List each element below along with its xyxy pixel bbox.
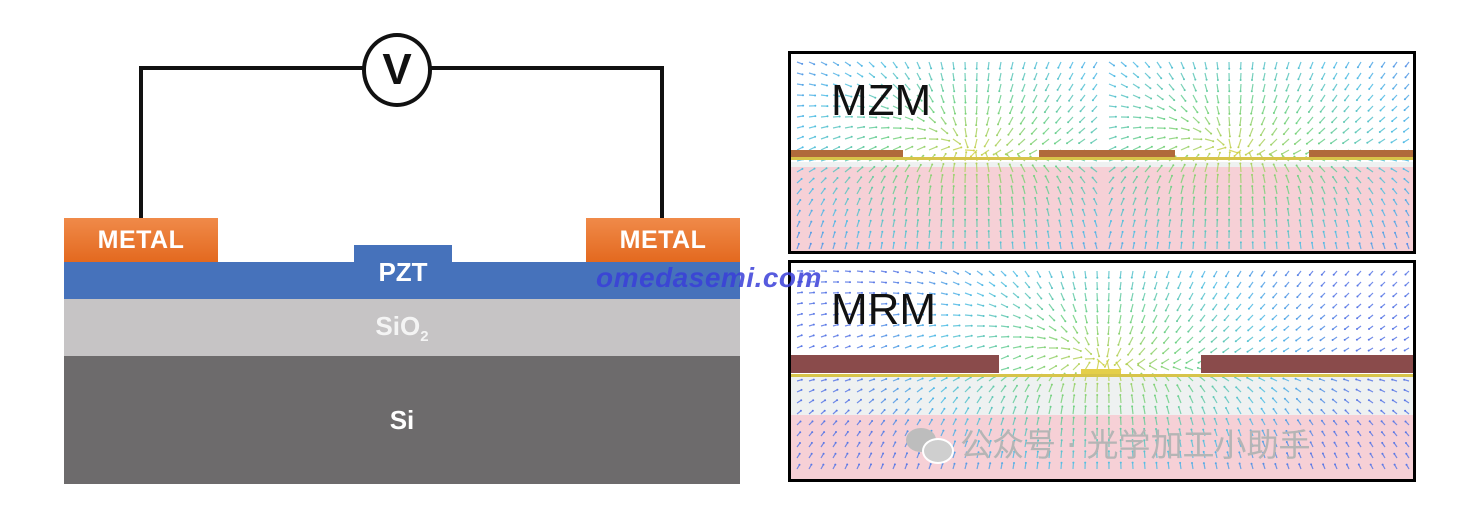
field-arrows xyxy=(796,61,1410,250)
url-watermark: omedasemi.com xyxy=(596,262,822,293)
mzm-field-plot xyxy=(791,61,1413,251)
wire-right-vertical xyxy=(660,66,664,220)
wire-left-vertical xyxy=(139,66,143,220)
field-arrows xyxy=(796,270,1410,470)
mrm-field-panel: MRM xyxy=(788,260,1416,482)
si-substrate-layer: Si xyxy=(64,356,740,484)
wechat-icon xyxy=(906,426,954,464)
metal-right-label: METAL xyxy=(619,225,707,254)
voltmeter-symbol: V xyxy=(382,45,412,94)
wire-top-right xyxy=(430,66,664,70)
wechat-watermark-text: 公众号 · 光学加工小助手 xyxy=(960,426,1311,464)
pzt-block: PZT xyxy=(354,245,452,299)
mzm-field-panel: MZM xyxy=(788,51,1416,254)
si-label: Si xyxy=(389,404,415,435)
wechat-watermark: 公众号 · 光学加工小助手 xyxy=(906,420,1311,466)
device-cross-section: V Si SiO2 PZT METAL METAL xyxy=(64,33,740,484)
metal-electrode-right: METAL xyxy=(586,218,740,262)
metal-electrode-left: METAL xyxy=(64,218,218,262)
wire-top-left xyxy=(139,66,365,70)
voltmeter-icon: V xyxy=(362,33,432,107)
pzt-label: PZT xyxy=(378,256,428,287)
sio2-layer: SiO2 xyxy=(64,299,740,356)
metal-left-label: METAL xyxy=(97,225,185,254)
mzm-label: MZM xyxy=(831,76,932,125)
mrm-label: MRM xyxy=(831,285,937,334)
sio2-label: SiO2 xyxy=(375,310,429,345)
mrm-field-plot xyxy=(791,270,1413,479)
